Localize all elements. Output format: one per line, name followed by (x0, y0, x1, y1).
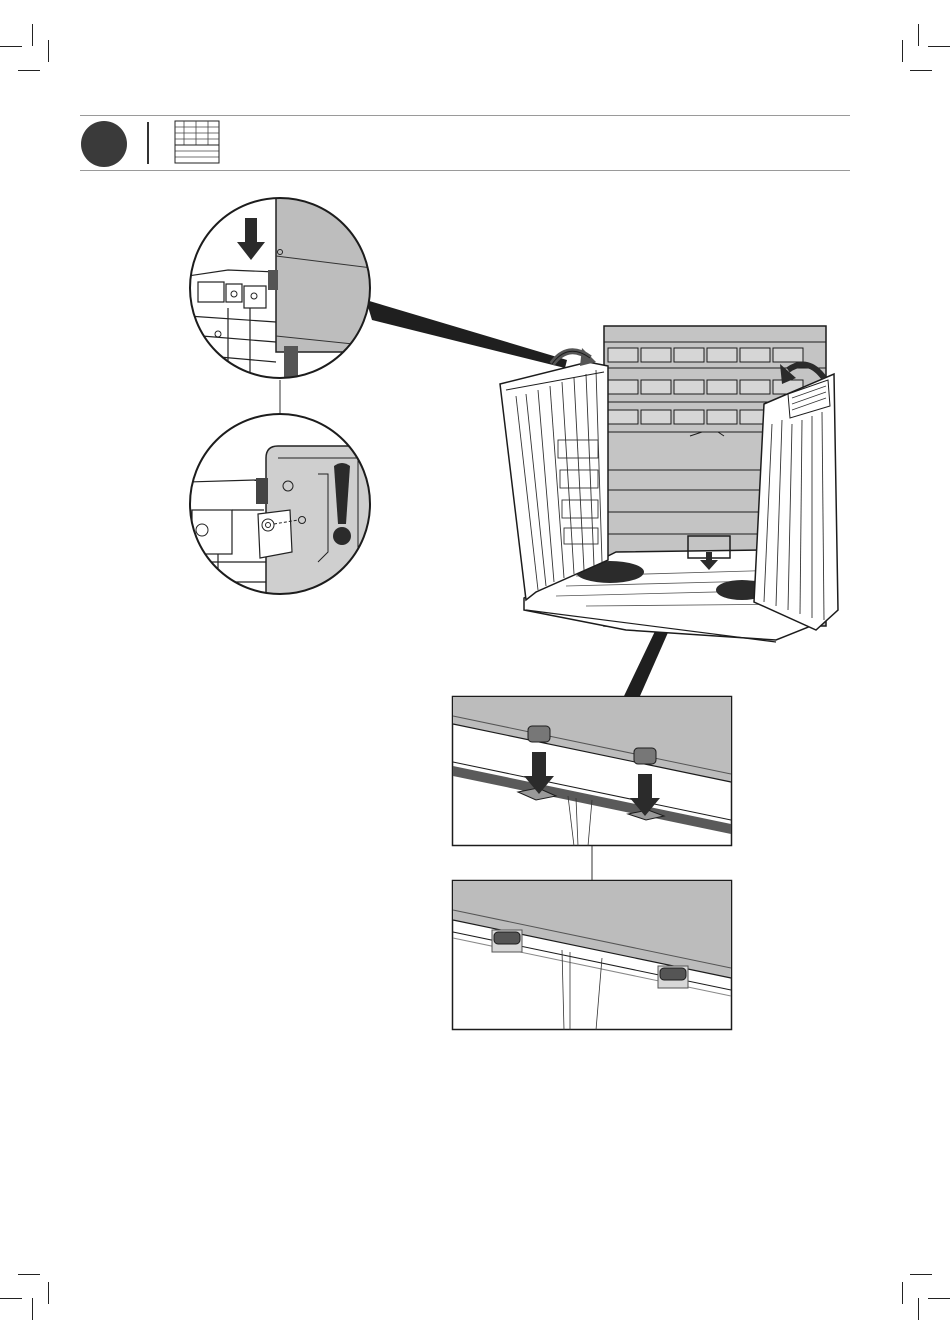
detail-top-alignment (188, 196, 372, 380)
shed-main-illustration (496, 320, 836, 650)
left-wall-panel (500, 362, 608, 600)
detail-clips-after (452, 880, 732, 1030)
detail-clips-before (452, 696, 732, 846)
detail-caution (188, 412, 372, 596)
right-wall-panel (754, 374, 838, 630)
rotate-arrow-left-icon (552, 348, 596, 366)
